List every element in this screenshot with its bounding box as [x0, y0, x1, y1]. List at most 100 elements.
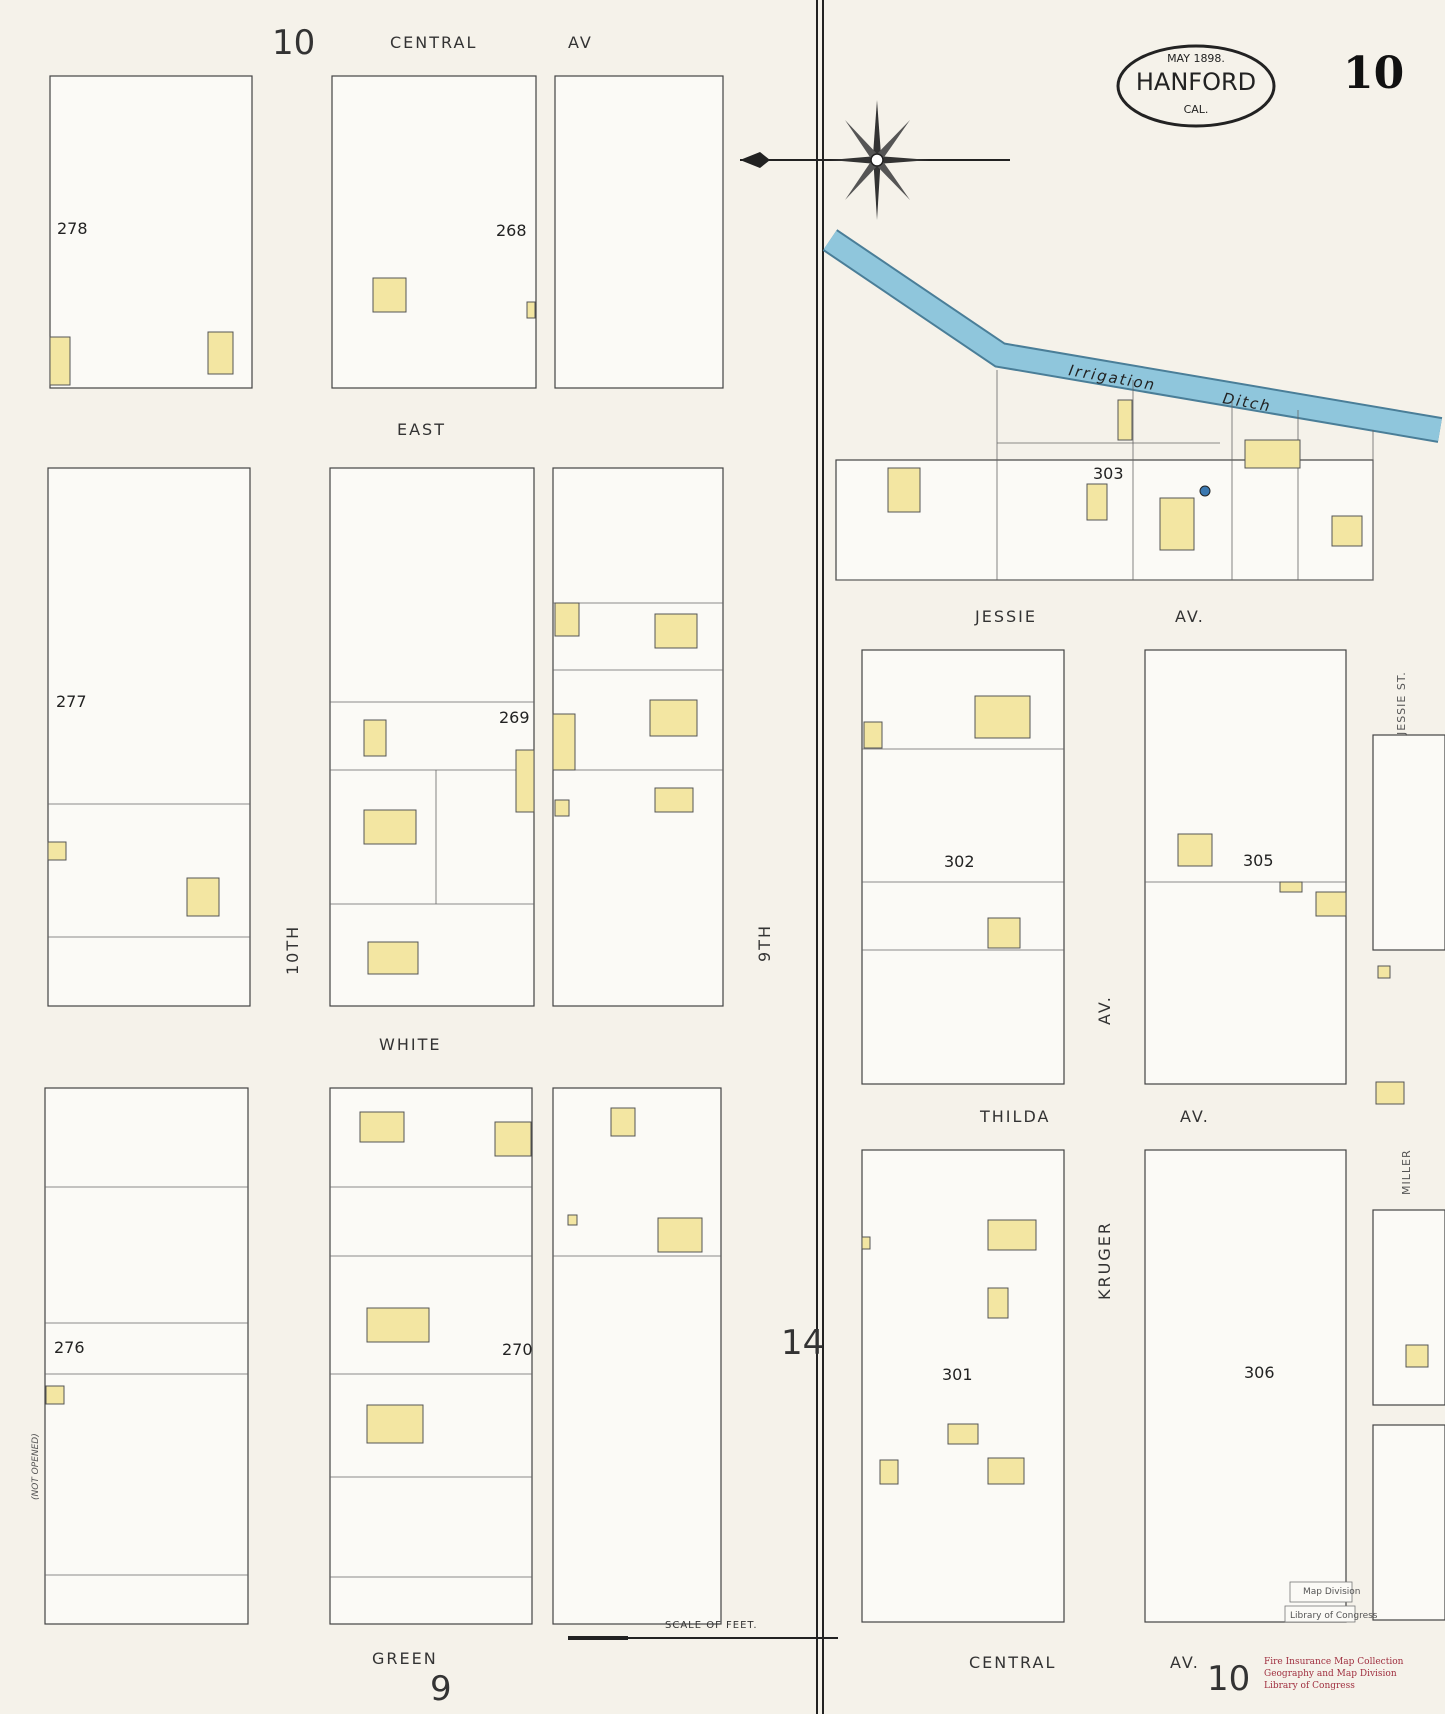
- block-number: 276: [54, 1338, 85, 1357]
- street-label-green: GREEN: [372, 1649, 438, 1668]
- collection-stamp-line: Geography and Map Division: [1264, 1669, 1397, 1679]
- street-label-jessie: JESSIE: [974, 607, 1037, 626]
- dwelling: [359, 1111, 405, 1143]
- dwelling: [1405, 1344, 1429, 1368]
- building: [863, 721, 883, 749]
- block-270: [329, 1087, 533, 1625]
- map-city: HANFORD: [1136, 68, 1256, 96]
- library-label: Library of Congress: [1290, 1611, 1378, 1621]
- block-unnumbered: [552, 1087, 722, 1625]
- dwelling: [367, 941, 419, 975]
- dwelling: [1375, 1081, 1405, 1105]
- street-label-kruger: KRUGER: [1095, 1221, 1114, 1300]
- block-number: 306: [1244, 1363, 1275, 1382]
- building: [1377, 965, 1391, 979]
- block-number: 278: [57, 219, 88, 238]
- street-label-white: WHITE: [379, 1035, 441, 1054]
- adjacent-sheet-number: 9: [430, 1669, 452, 1709]
- collection-stamp-line: Library of Congress: [1264, 1681, 1355, 1691]
- adjacent-sheet-number: 10: [272, 23, 315, 63]
- street-label-9th: 9TH: [755, 924, 774, 962]
- dwelling: [363, 719, 387, 757]
- map-division-stamp: [1289, 1581, 1353, 1603]
- dwelling: [987, 1287, 1009, 1319]
- building: [1244, 439, 1301, 469]
- block-269: [329, 467, 535, 1007]
- building: [494, 1121, 532, 1157]
- dwelling: [987, 1219, 1037, 1251]
- building: [49, 336, 71, 386]
- scale-label: SCALE OF FEET.: [665, 1620, 758, 1631]
- water-tank-icon: [1199, 485, 1211, 497]
- dwelling: [887, 467, 921, 513]
- street-label-central-bottom-av: AV.: [1170, 1653, 1200, 1672]
- dwelling: [974, 695, 1031, 739]
- dwelling: [366, 1404, 424, 1444]
- dwelling: [654, 613, 698, 649]
- dwelling: [366, 1307, 430, 1343]
- street-label-central: CENTRAL: [390, 33, 477, 52]
- block-number: 305: [1243, 851, 1274, 870]
- building: [554, 602, 580, 637]
- building: [45, 1385, 65, 1405]
- block-number: 277: [56, 692, 87, 711]
- street-label-kruger-av: AV.: [1095, 995, 1114, 1025]
- sheet-number: 10: [1343, 48, 1404, 99]
- map-state: CAL.: [1184, 103, 1209, 116]
- dwelling: [1086, 483, 1108, 521]
- block-strip: [1372, 1424, 1445, 1621]
- building: [552, 713, 576, 771]
- map-date: MAY 1898.: [1167, 52, 1225, 65]
- street-label-jessie-av: AV.: [1175, 607, 1205, 626]
- street-label-av: AV: [568, 33, 593, 52]
- dwelling: [657, 1217, 703, 1253]
- adjacent-sheet-number: 10: [1207, 1659, 1250, 1699]
- block-305: [1144, 649, 1347, 1085]
- scale-bar: SCALE OF FEET.: [568, 1620, 838, 1640]
- street-label-thilda: THILDA: [979, 1107, 1050, 1126]
- building: [1315, 891, 1347, 917]
- dwelling: [649, 699, 698, 737]
- building: [554, 799, 570, 817]
- dwelling: [947, 1423, 979, 1445]
- street-label-east: EAST: [397, 420, 446, 439]
- dwelling: [1159, 497, 1195, 551]
- dwelling: [207, 331, 234, 375]
- block-268: [331, 75, 537, 389]
- dwelling: [186, 877, 220, 917]
- block-unnumbered: [552, 467, 724, 1007]
- library-stamp: [1284, 1605, 1356, 1623]
- dwelling: [1177, 833, 1213, 867]
- block-number: 301: [942, 1365, 973, 1384]
- building: [861, 1236, 871, 1250]
- dwelling: [987, 1457, 1025, 1485]
- irrigation-ditch: [822, 229, 1443, 443]
- compass-rose-icon: [740, 100, 1010, 220]
- block-277: [47, 467, 251, 1007]
- building: [526, 301, 536, 319]
- title-cartouche: [1116, 44, 1276, 128]
- building: [879, 1459, 899, 1485]
- block-number: 270: [502, 1340, 533, 1359]
- block-unnumbered: [554, 75, 724, 389]
- building: [1117, 399, 1133, 441]
- street-label-thilda-av: AV.: [1180, 1107, 1210, 1126]
- block-number: 302: [944, 852, 975, 871]
- block-number: 269: [499, 708, 530, 727]
- building: [1279, 881, 1303, 893]
- building: [47, 841, 67, 861]
- street-label-10th: 10TH: [283, 925, 302, 975]
- dwelling: [987, 917, 1021, 949]
- dwelling: [372, 277, 407, 313]
- block-number: 268: [496, 221, 527, 240]
- street-label-not-opened: (NOT OPENED): [31, 1433, 41, 1500]
- collection-stamp-line: Fire Insurance Map Collection: [1264, 1657, 1404, 1667]
- block-strip: [1372, 734, 1445, 951]
- block-number: 303: [1093, 464, 1124, 483]
- irrigation-ditch: [823, 230, 1442, 441]
- block-strip: [1372, 1209, 1445, 1406]
- street-label-jessie-st: JESSIE ST.: [1395, 671, 1408, 736]
- block-306: [1144, 1149, 1347, 1623]
- building: [567, 1214, 578, 1226]
